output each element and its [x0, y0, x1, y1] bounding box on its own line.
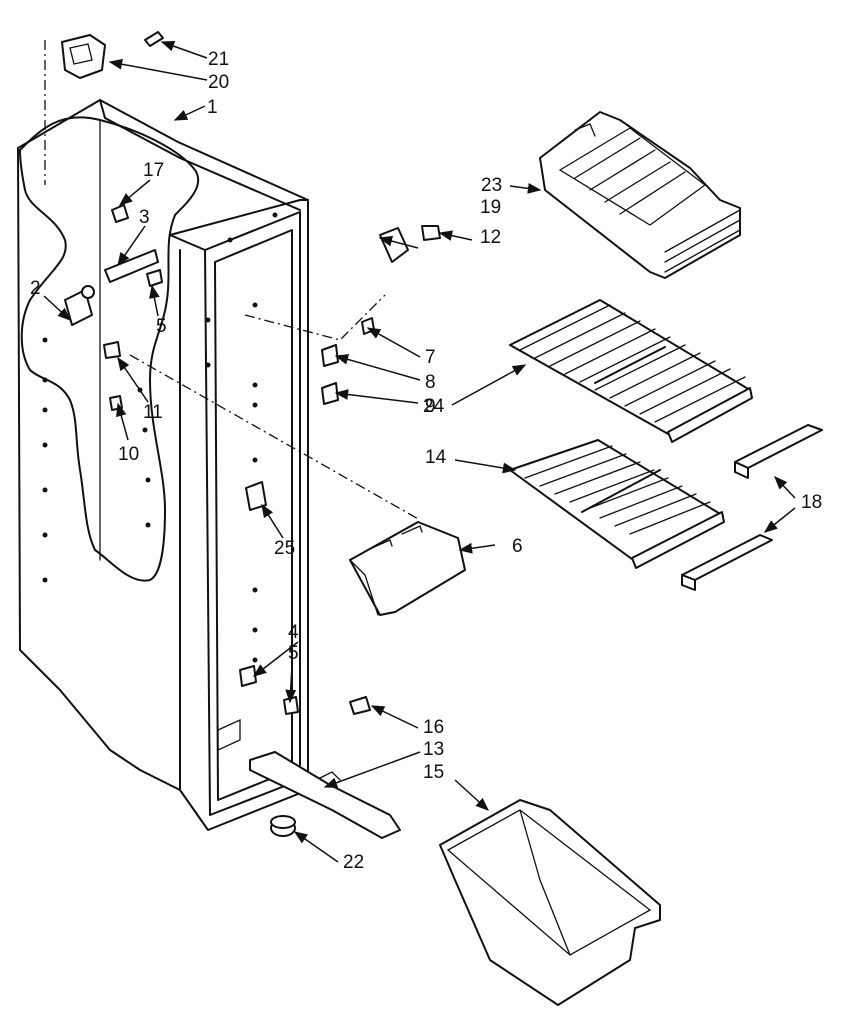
callout-6: 6 — [512, 536, 523, 557]
plug-part-22 — [270, 815, 296, 837]
callout-25: 25 — [274, 538, 295, 559]
callout-14: 14 — [425, 447, 447, 468]
cover-part-6 — [349, 521, 466, 616]
callout-20: 20 — [208, 72, 229, 93]
callout-2: 2 — [30, 278, 41, 299]
bracket-part-3 — [104, 249, 159, 283]
leader-lines — [43, 40, 796, 863]
callout-22: 22 — [343, 852, 364, 873]
callout-24: 24 — [423, 396, 445, 417]
callout-19: 19 — [480, 197, 501, 218]
callout-17: 17 — [143, 160, 164, 181]
screw-part-10 — [109, 395, 123, 411]
clip-part-9 — [321, 382, 339, 405]
callout-15: 15 — [423, 762, 444, 783]
rail-part-18-lower — [681, 534, 773, 591]
bulb-part-12 — [421, 225, 441, 241]
clip-part-4 — [239, 665, 257, 687]
drawer-part-15 — [439, 799, 661, 1006]
callout-3: 3 — [139, 207, 150, 228]
callout-10: 10 — [118, 444, 139, 465]
callout-8: 8 — [425, 372, 436, 393]
callout-16: 16 — [423, 717, 444, 738]
clip-part-7 — [361, 317, 375, 335]
callout-9: 9 — [425, 396, 436, 417]
wire-shelf-part-14 — [509, 439, 725, 569]
bracket-part-13 — [249, 751, 401, 839]
liner-holes — [42, 212, 278, 663]
cabinet-liner — [17, 99, 309, 831]
screw-part-16 — [349, 696, 371, 715]
callout-13: 13 — [423, 739, 444, 760]
callout-7: 7 — [425, 347, 436, 368]
callout-1: 1 — [207, 97, 218, 118]
clip-part-8 — [321, 344, 339, 367]
basket-part-23 — [539, 111, 741, 279]
callout-5-lower: 5 — [288, 643, 299, 664]
top-bracket-part-20 — [44, 34, 106, 185]
screw-part-11 — [103, 341, 121, 359]
screw-part-21 — [144, 31, 164, 47]
callout-11: 11 — [143, 402, 163, 423]
wire-shelf-part-24 — [509, 299, 753, 443]
callout-23: 23 — [481, 175, 502, 196]
callout-labels: 21 20 1 17 3 2 5 11 10 25 4 5 7 8 9 6 19… — [30, 49, 822, 873]
callout-18: 18 — [801, 492, 822, 513]
callout-5-upper: 5 — [156, 316, 167, 337]
screw-part-5-lower — [283, 696, 299, 715]
rail-part-18-upper — [734, 424, 823, 479]
clip-part-17 — [111, 204, 129, 223]
screw-part-5-upper — [146, 269, 163, 287]
callout-4: 4 — [288, 622, 299, 643]
callout-12: 12 — [480, 227, 501, 248]
callout-21: 21 — [208, 49, 229, 70]
